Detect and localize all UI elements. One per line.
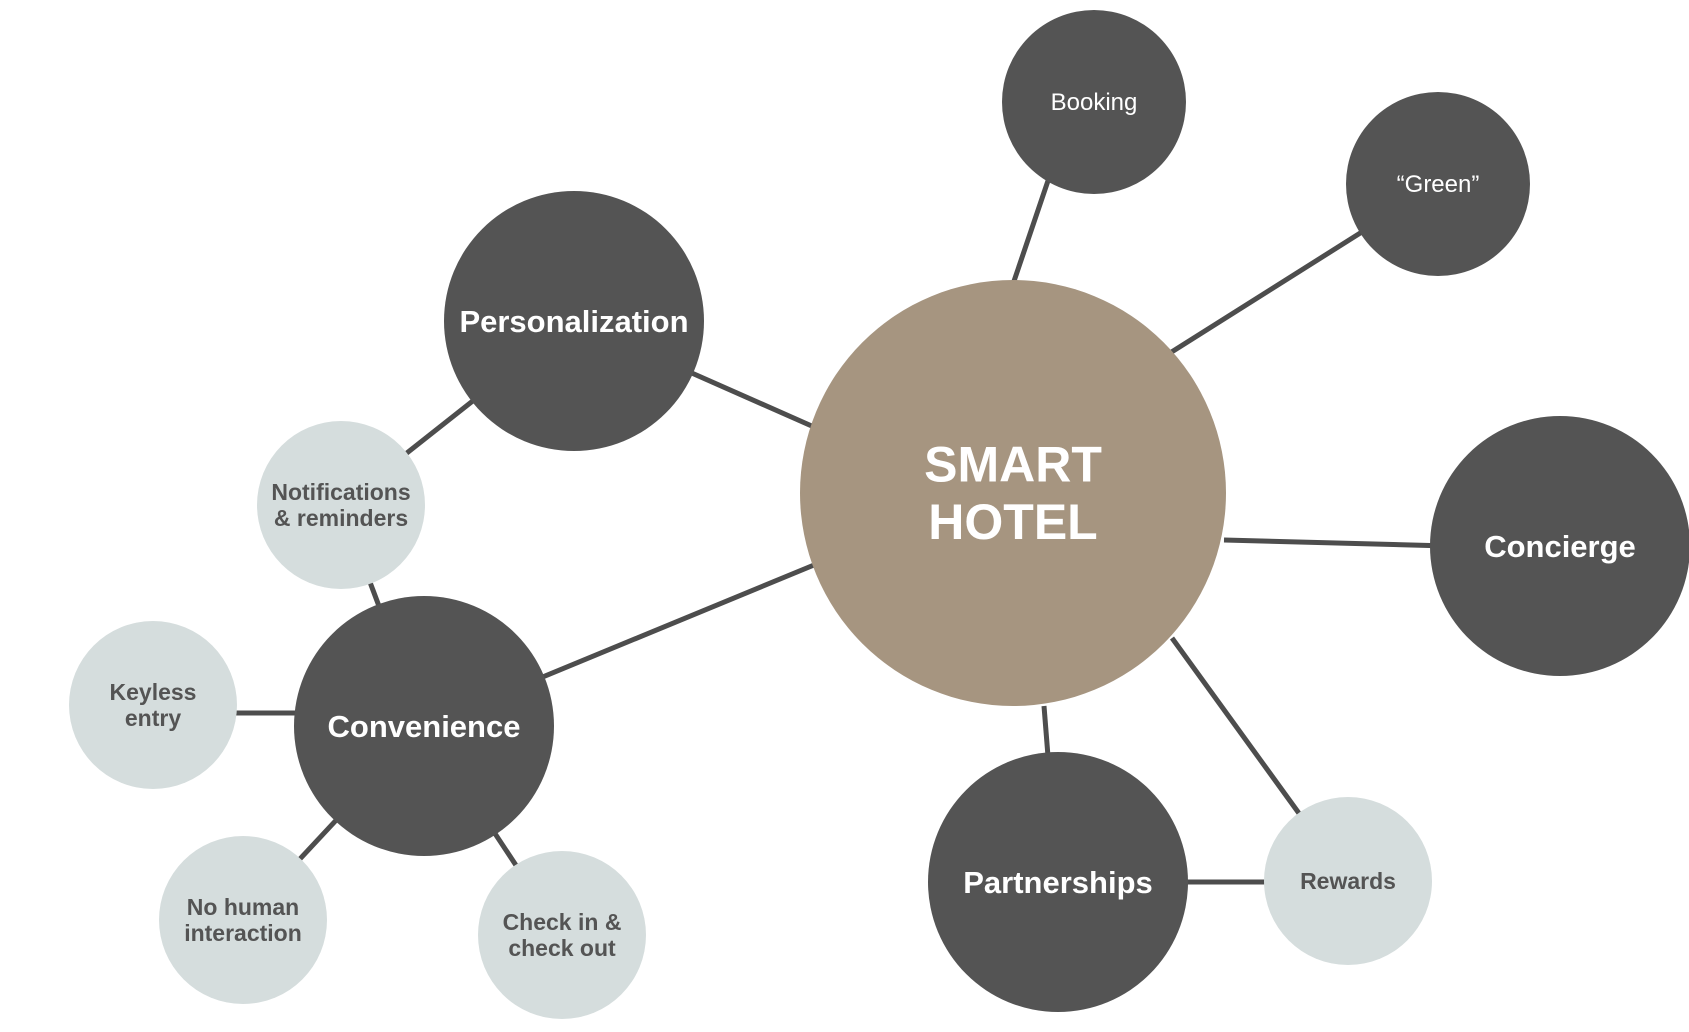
node-label: Notifications& reminders bbox=[271, 479, 410, 531]
node-notifications: Notifications& reminders bbox=[257, 421, 425, 589]
node-label-line: interaction bbox=[184, 920, 302, 946]
node-green: “Green” bbox=[1346, 92, 1530, 276]
node-label: Concierge bbox=[1484, 529, 1636, 564]
node-label-line: Booking bbox=[1051, 89, 1138, 116]
node-label: Convenience bbox=[328, 709, 521, 744]
node-label-line: Convenience bbox=[328, 709, 521, 744]
node-label: Personalization bbox=[459, 304, 688, 339]
node-personalization: Personalization bbox=[444, 191, 704, 451]
node-label-line: Partnerships bbox=[963, 865, 1153, 900]
node-label-line: Check in & bbox=[503, 909, 622, 935]
node-label-line: Notifications bbox=[271, 479, 410, 505]
node-label: Check in &check out bbox=[503, 909, 622, 961]
node-label-line: & reminders bbox=[274, 505, 408, 531]
node-label-line: Personalization bbox=[459, 304, 688, 339]
node-label-line: SMART bbox=[924, 436, 1102, 492]
node-partnerships: Partnerships bbox=[928, 752, 1188, 1012]
node-label: Rewards bbox=[1300, 868, 1396, 894]
node-label-line: check out bbox=[508, 935, 616, 961]
node-label-line: entry bbox=[125, 705, 181, 731]
node-label: Booking bbox=[1051, 89, 1138, 116]
node-booking: Booking bbox=[1002, 10, 1186, 194]
node-label: “Green” bbox=[1397, 171, 1480, 198]
node-label: Partnerships bbox=[963, 865, 1153, 900]
node-label-line: Rewards bbox=[1300, 868, 1396, 894]
node-label-line: Keyless bbox=[110, 679, 197, 705]
node-convenience: Convenience bbox=[294, 596, 554, 856]
node-concierge: Concierge bbox=[1430, 416, 1689, 676]
node-label-line: No human bbox=[187, 894, 299, 920]
node-check-in-check-out: Check in &check out bbox=[478, 851, 646, 1019]
node-label-line: Concierge bbox=[1484, 529, 1636, 564]
node-rewards: Rewards bbox=[1264, 797, 1432, 965]
node-label-line: “Green” bbox=[1397, 171, 1480, 198]
node-label-line: HOTEL bbox=[928, 494, 1097, 550]
